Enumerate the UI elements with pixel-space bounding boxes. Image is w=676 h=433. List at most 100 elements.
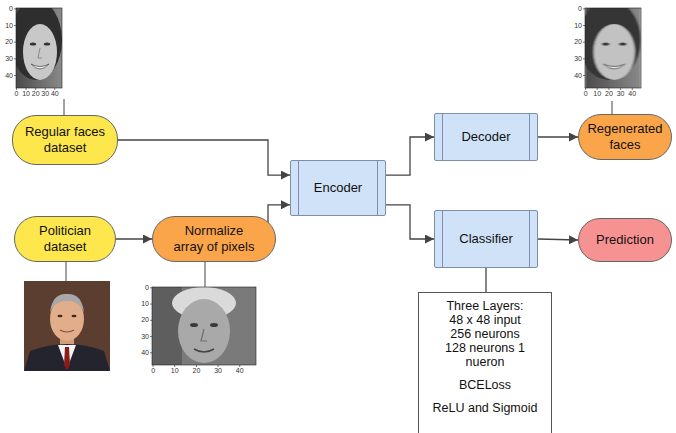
axis-tick-label: 10 [574, 22, 582, 30]
axis-tick [14, 42, 16, 43]
process-rule [377, 161, 378, 215]
axis-tick [14, 8, 16, 9]
axis-tick [632, 88, 633, 90]
process-rule [529, 114, 530, 160]
process-rule [298, 161, 299, 215]
connector [118, 140, 290, 175]
eye [30, 42, 36, 45]
connector [485, 268, 486, 292]
axis-tick-label: 30 [214, 367, 222, 375]
eye [210, 323, 218, 327]
smile [603, 64, 625, 69]
axis-tick-label: 10 [5, 22, 13, 30]
axis-tick [14, 25, 16, 26]
face-image [152, 287, 256, 365]
axis-tick-label: 40 [628, 90, 636, 98]
axis-tick [16, 88, 17, 90]
axis-tick-label: 0 [15, 90, 19, 98]
suit [24, 344, 110, 371]
axis-tick-label: 30 [41, 90, 49, 98]
node-label: Politician dataset [23, 223, 107, 254]
note-text: ReLU and Sigmoid [433, 401, 538, 415]
axis-tick-label: 30 [617, 90, 625, 98]
plot-frame [152, 287, 256, 365]
axis-tick [150, 336, 152, 337]
node-label: Classifier [459, 231, 512, 247]
axis-tick-label: 20 [193, 367, 201, 375]
dataset-pill: Politician dataset [14, 216, 116, 262]
portrait-photo [24, 281, 110, 371]
axis-tick [54, 88, 55, 90]
face [178, 299, 230, 363]
smile [31, 64, 49, 69]
eye [44, 42, 50, 45]
connector [538, 136, 578, 137]
process-pill: Normalize array of pixels [152, 216, 276, 262]
face-image [578, 0, 641, 88]
eye [190, 323, 198, 327]
node-label: Regenerated faces [587, 121, 663, 152]
image-ground [152, 287, 256, 365]
output-pill: Regenerated faces [578, 114, 672, 160]
axis-tick [218, 365, 219, 367]
axis-tick-label: 0 [578, 5, 582, 13]
axis-tick [239, 365, 240, 367]
axis-tick [585, 88, 586, 90]
axis-tick-label: 20 [605, 90, 613, 98]
axis-tick-label: 10 [593, 90, 601, 98]
connector [386, 137, 434, 175]
axis-tick [583, 42, 585, 43]
axis-tick [150, 304, 152, 305]
axis-tick [583, 75, 585, 76]
axis-tick-label: 20 [141, 316, 149, 324]
eye [602, 42, 610, 45]
face [594, 24, 635, 80]
hair [16, 8, 62, 80]
axis-tick-label: 0 [9, 5, 13, 13]
axis-tick-label: 40 [5, 72, 13, 80]
leader-line [64, 99, 65, 115]
connector [386, 205, 434, 239]
shirt [58, 345, 76, 369]
node-label: Decoder [461, 129, 510, 145]
axis-tick [583, 8, 585, 9]
axis-tick-label: 40 [236, 367, 244, 375]
axis-tick-label: 20 [32, 90, 40, 98]
axis-tick [620, 88, 621, 90]
leader-line [612, 101, 613, 114]
process-rule [529, 211, 530, 267]
axis-tick [150, 287, 152, 288]
process-rule [442, 211, 443, 267]
axis-tick [14, 75, 16, 76]
plot-frame [585, 8, 641, 88]
output-pill: Prediction [578, 218, 672, 262]
hair [50, 294, 84, 313]
axis-tick-label: 30 [141, 333, 149, 341]
axis-tick [35, 88, 36, 90]
axis-tick-label: 0 [151, 367, 155, 375]
process-box: Decoder [434, 113, 538, 161]
axis-tick-label: 10 [141, 300, 149, 308]
axis-tick [583, 25, 585, 26]
axis-tick [153, 365, 154, 367]
axis-tick-label: 10 [171, 367, 179, 375]
axis-tick-label: 0 [145, 284, 149, 292]
axis-tick-label: 40 [141, 349, 149, 357]
axis-tick-label: 40 [574, 72, 582, 80]
nose [38, 48, 42, 58]
axis-tick [608, 88, 609, 90]
axis-tick [14, 58, 16, 59]
node-label: Encoder [314, 180, 362, 196]
eye [72, 315, 77, 318]
axis-tick [150, 320, 152, 321]
note-text: BCELoss [459, 378, 511, 392]
axis-tick-label: 0 [584, 90, 588, 98]
eye [619, 42, 627, 45]
axis-tick [583, 58, 585, 59]
plot-frame [16, 8, 62, 88]
process-rule [442, 114, 443, 160]
mouth [60, 330, 74, 332]
